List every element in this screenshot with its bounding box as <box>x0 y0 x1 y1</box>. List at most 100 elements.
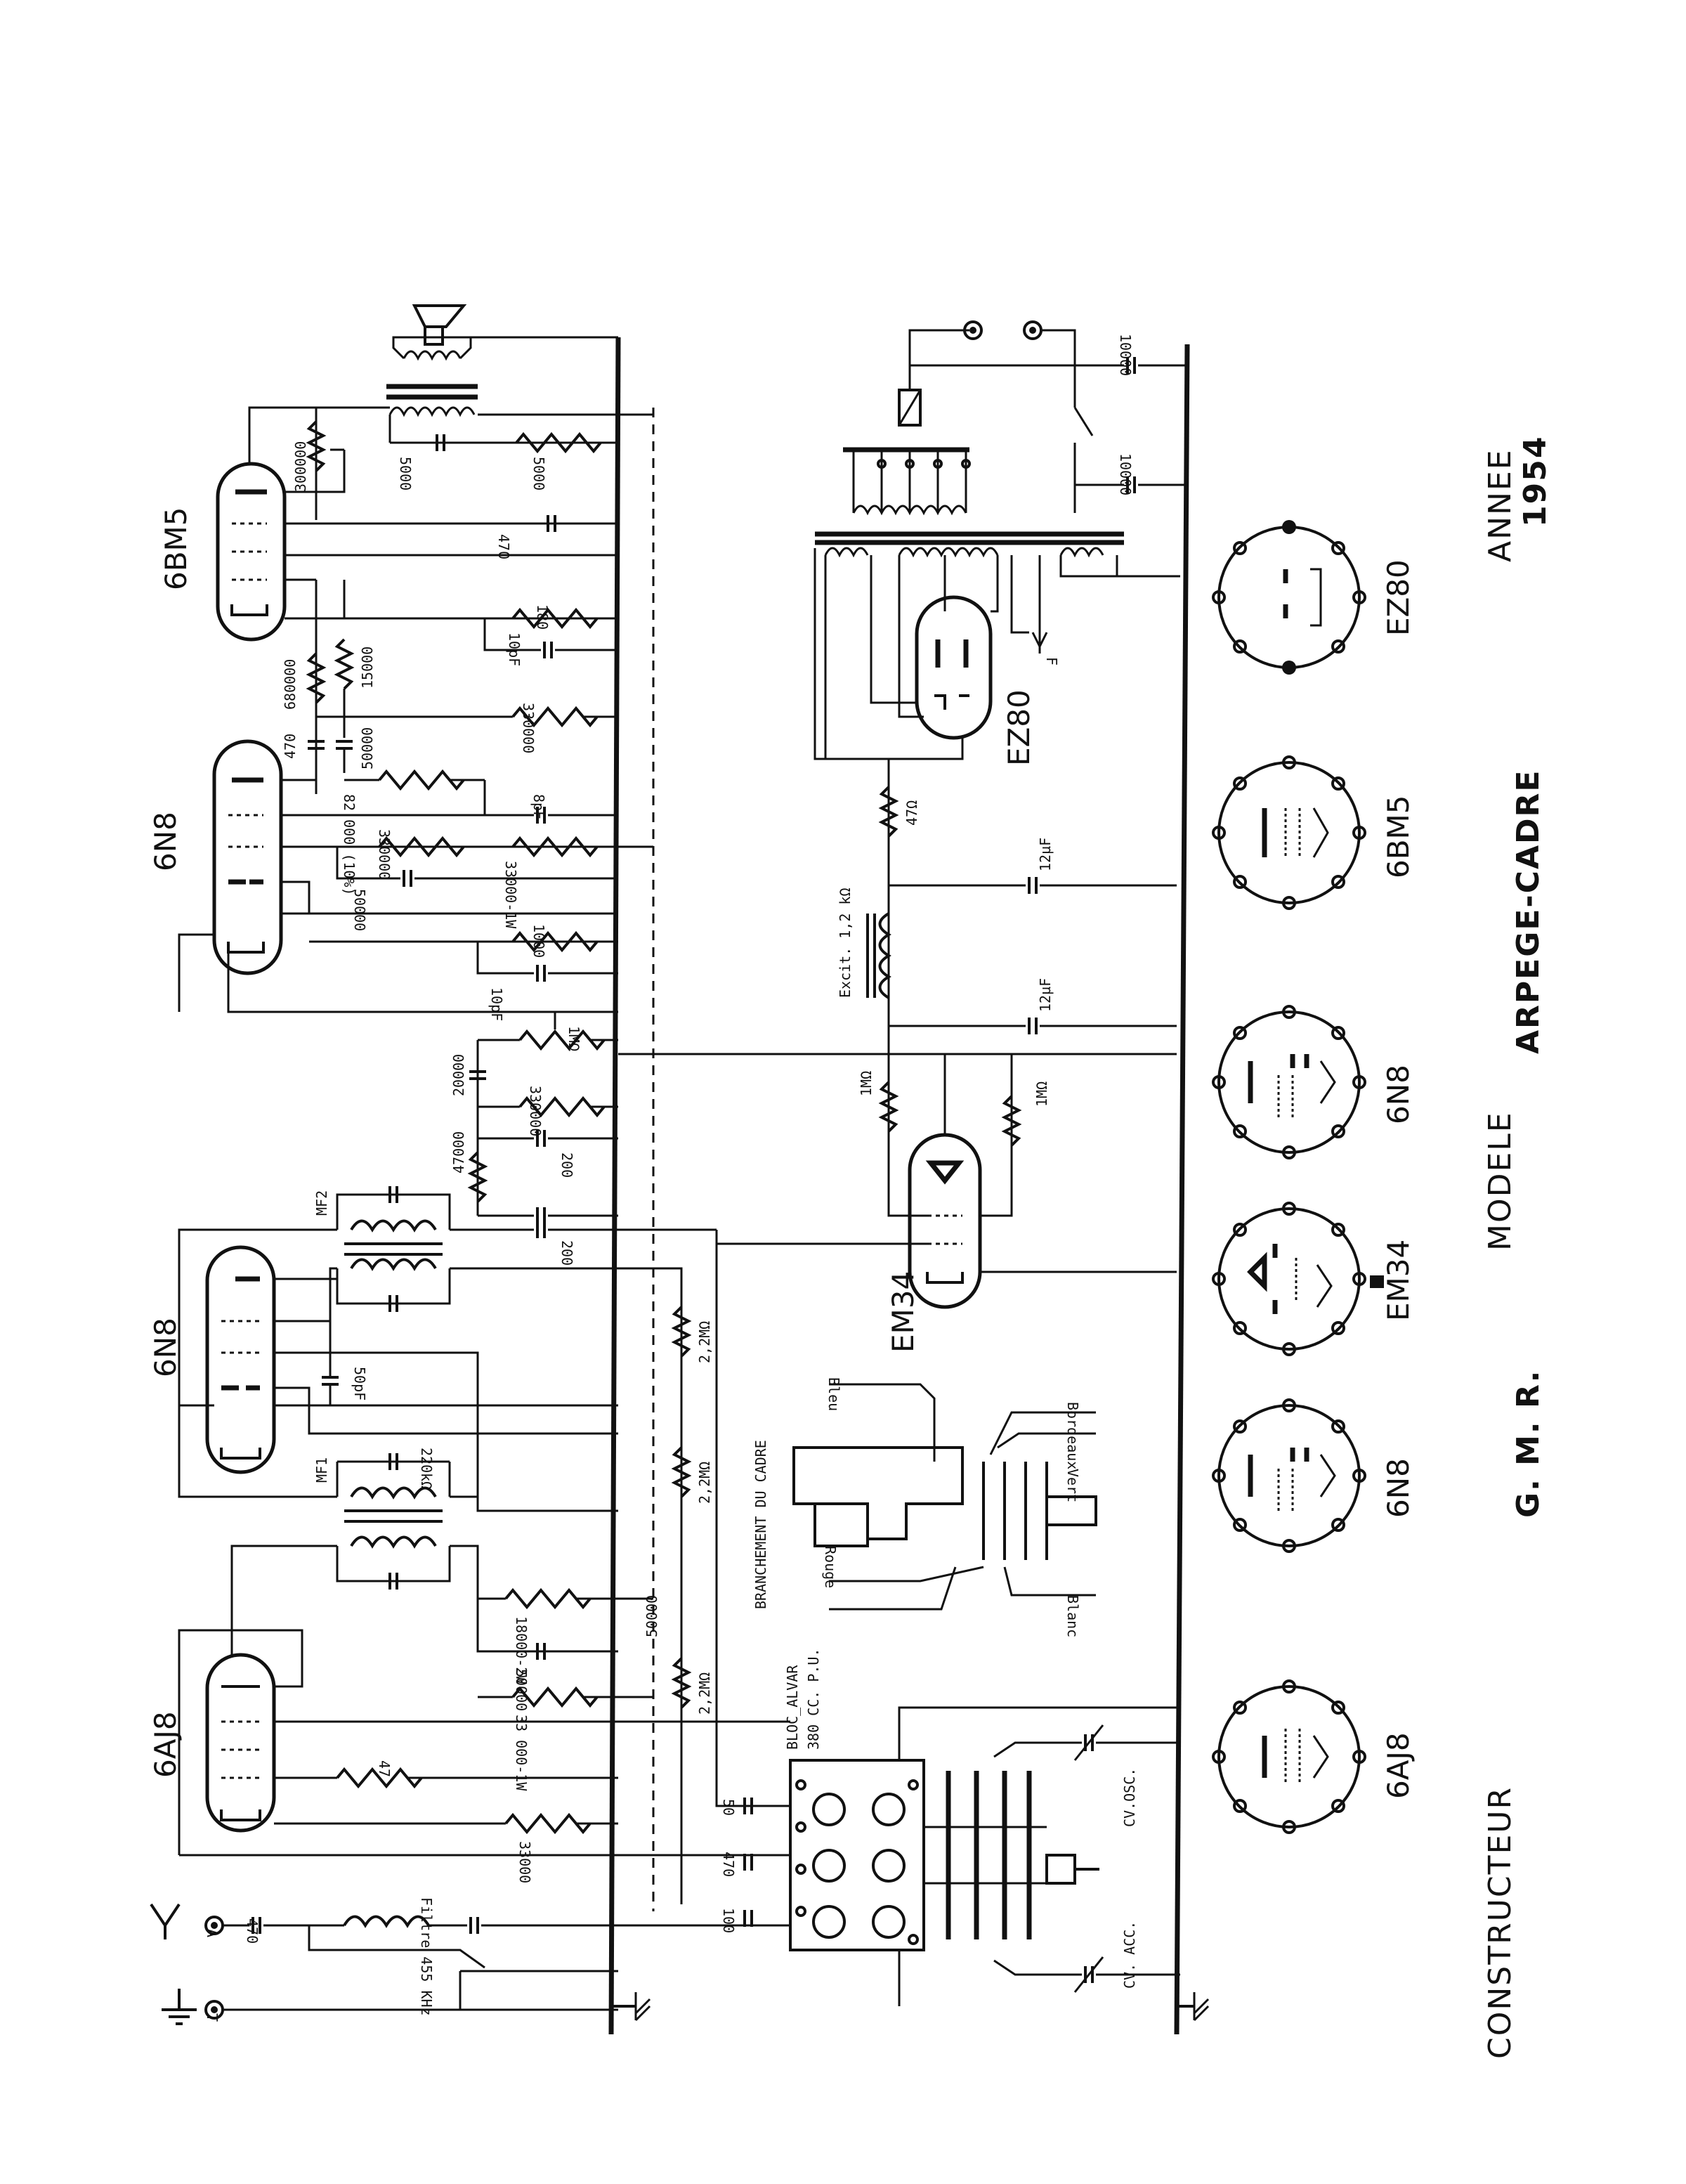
label-c12-a: 12µF <box>1037 978 1054 1012</box>
label-pot300000: 300000 <box>292 441 309 492</box>
cap-50000-c <box>336 740 353 773</box>
tube-label-6n8-first: 6N8 <box>148 1318 183 1377</box>
resistor-680000 <box>306 652 327 704</box>
output-transformer <box>386 336 618 417</box>
label-r1m-a: 1MΩ <box>858 1071 875 1096</box>
svg-text:470: 470 <box>244 1918 261 1944</box>
tube-base-ez80 <box>1212 520 1366 675</box>
label-r220k: 220kΩ <box>418 1448 435 1490</box>
tube-6n8-second <box>212 739 283 975</box>
label-r22m-c: 2,2MΩ <box>696 1672 713 1715</box>
label-c470-c: 470 <box>495 534 512 559</box>
label-blanc: Blanc <box>1064 1595 1081 1637</box>
label-c10pf-b: 10pF <box>506 632 523 666</box>
label-c50000-d: 50000 <box>643 1595 660 1637</box>
tube-base-6n8-a <box>1212 1398 1366 1553</box>
label-c100: 100 <box>720 1908 737 1933</box>
power-supply <box>813 320 1187 1054</box>
main-buses <box>608 337 1210 2035</box>
annee-label: ANNEE <box>1482 448 1518 562</box>
tube-label-6aj8: 6AJ8 <box>148 1711 183 1778</box>
label-r15000: 15000 <box>359 646 376 689</box>
label-c10000-a: 10000 <box>1117 334 1134 376</box>
detector-section <box>467 1012 1177 1224</box>
resistor-15000 <box>334 638 355 738</box>
label-r330000-c: 330000 <box>520 703 537 753</box>
antenna-section <box>150 1903 790 2025</box>
annee-value: 1954 <box>1517 436 1553 527</box>
label-r82000: 82 000 (10%) <box>341 794 358 896</box>
base-label-2: EM34 <box>1381 1240 1416 1321</box>
label-r33000-1w-b: 33000-1W <box>502 861 519 929</box>
label-r47ohm: 47Ω <box>903 800 920 826</box>
modele-label: MODELE <box>1482 1111 1518 1251</box>
label-r5000: 5000 <box>530 457 547 490</box>
wiring-6n8-first <box>274 1228 790 1904</box>
label-mf1: MF1 <box>313 1457 330 1483</box>
base-label-0: 6AJ8 <box>1381 1732 1416 1799</box>
label-t: T <box>204 2013 221 2022</box>
tube-label-6bm5: 6BM5 <box>159 507 193 591</box>
label-cadre: BRANCHEMENT DU CADRE <box>752 1440 769 1609</box>
wiring-6n8-second <box>178 752 653 1013</box>
ground-icon-2 <box>1193 1992 1210 2022</box>
label-c50: 50 <box>720 1799 737 1816</box>
constructeur-label: CONSTRUCTEUR <box>1482 1786 1518 2059</box>
cadre-drawing <box>792 1383 1097 1611</box>
label-r1m-b: 1MΩ <box>1033 1081 1050 1107</box>
label-cvacc: CV. ACC. <box>1121 1921 1138 1989</box>
wiring-6aj8 <box>178 1587 790 1857</box>
tube-ez80 <box>915 595 993 740</box>
tube-em34 <box>908 1133 982 1309</box>
tube-label-6n8-second: 6N8 <box>148 812 183 871</box>
label-a: A <box>204 1929 221 1937</box>
resistor-330000-c <box>316 706 618 728</box>
label-rouge: Rouge <box>822 1546 839 1588</box>
label-c12-b: 12µF <box>1037 838 1054 871</box>
tube-label-ez80: EZ80 <box>1002 689 1036 766</box>
label-bordeaux: Bordeaux <box>1064 1402 1081 1469</box>
label-r33000: 33000 <box>516 1841 533 1883</box>
label-r22m-b: 2,2MΩ <box>696 1462 713 1504</box>
label-c5000: 5000 <box>397 457 414 490</box>
label-r680000: 680000 <box>282 659 299 710</box>
label-pot1m: 1MΩ <box>566 1026 582 1051</box>
ground-icon <box>634 1992 651 2022</box>
label-r330000-a: 330000 <box>527 1086 544 1136</box>
modele-value: ARPEGE-CADRE <box>1510 769 1546 1054</box>
tube-6bm5 <box>216 462 287 642</box>
label-c50000-c: 50000 <box>359 727 376 769</box>
label-c470-b: 470 <box>282 734 299 759</box>
label-cvosc: CV.OSC. <box>1121 1768 1138 1827</box>
base-label-4: 6BM5 <box>1381 795 1416 879</box>
tube-base-6bm5 <box>1212 755 1366 910</box>
label-r47000: 47000 <box>450 1131 467 1174</box>
label-r18000-2w: 18000-2W <box>513 1616 530 1684</box>
label-c20000: 20000 <box>450 1054 467 1096</box>
label-r1000: 1000 <box>530 924 547 958</box>
speaker-icon <box>412 304 467 346</box>
tube-base-6aj8 <box>1212 1679 1366 1834</box>
cap-10pf-6bm5 <box>483 618 618 658</box>
bloc-alvar <box>743 1706 1180 2006</box>
tube-label-em34: EM34 <box>886 1271 920 1353</box>
label-r22m-a: 2,2MΩ <box>696 1321 713 1363</box>
base-label-1: 6N8 <box>1381 1458 1416 1518</box>
wiring-6bm5 <box>248 406 653 794</box>
label-c50pf: 50pF <box>351 1367 368 1400</box>
label-c50000-a: 50000 <box>513 1669 530 1711</box>
tube-6aj8 <box>205 1653 276 1833</box>
label-c8pf: 8pF <box>530 794 547 819</box>
cap-5000 <box>436 434 445 451</box>
resistor-180 <box>511 607 599 630</box>
label-f: F <box>1043 657 1060 665</box>
cap-470-b <box>308 740 325 750</box>
tube-base-6n8-b <box>1212 1005 1366 1159</box>
label-r180: 180 <box>534 604 551 630</box>
label-r33000-1w-a: 33 000-1W <box>513 1715 530 1791</box>
label-r330000-b: 330000 <box>376 829 393 880</box>
label-excit: Excit. 1,2 kΩ <box>837 888 854 998</box>
base-label-5: EZ80 <box>1381 559 1416 636</box>
base-label-3: 6N8 <box>1381 1065 1416 1124</box>
